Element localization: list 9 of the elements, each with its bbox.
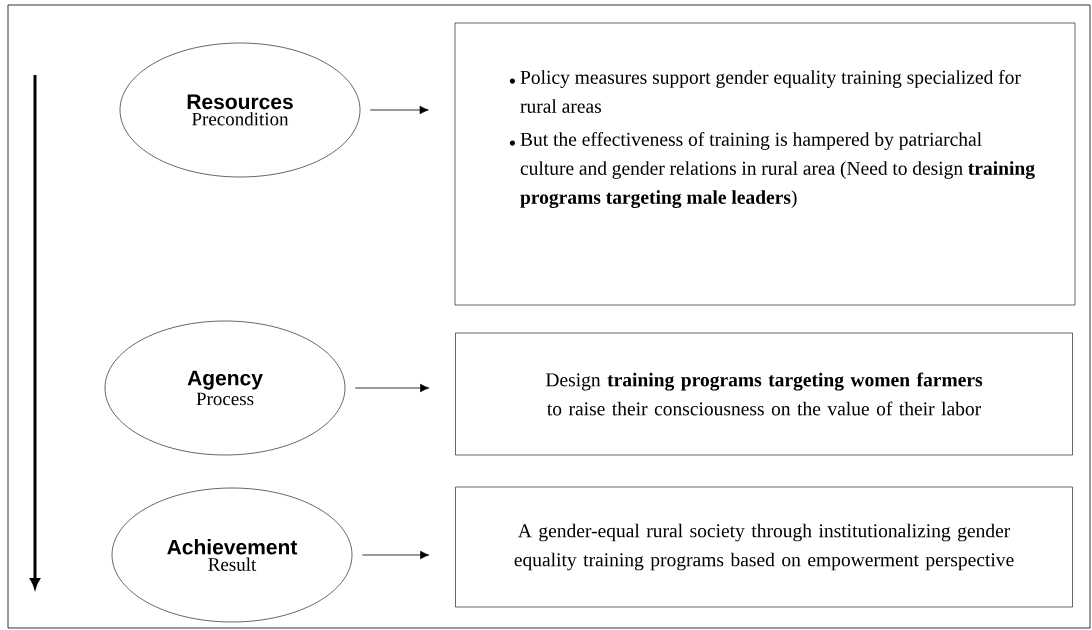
text-box: Design training programs targeting women farmers to raise their consciousness on the value of their labor	[455, 332, 1073, 456]
ellipse-node: Achievement Result	[111, 487, 353, 623]
text-box: Policy measures support gender equality training specialized for rural areas But the effectiveness of training is hampered by patriarchal culture and gender relations in rural area (Need to design training programs targeting male leaders)	[454, 22, 1076, 306]
arrow	[369, 105, 429, 115]
ellipse-node: Resources Precondition	[119, 42, 361, 178]
arrow	[361, 550, 430, 560]
ellipse-node: Agency Process	[104, 320, 346, 456]
arrow	[354, 383, 430, 393]
text-box: A gender-equal rural society through institutionalizing gender equality training programs based on empowerment perspective	[455, 486, 1073, 608]
